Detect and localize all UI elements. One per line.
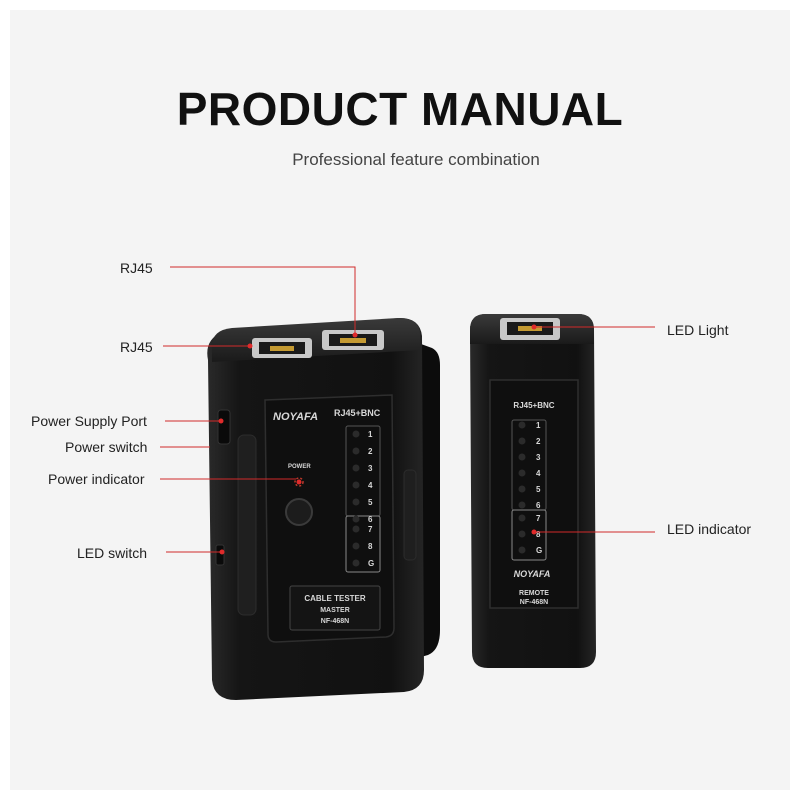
master-led-2: 2 <box>368 447 373 456</box>
remote-led-g: G <box>536 546 542 555</box>
callout-power-switch: Power switch <box>65 439 148 455</box>
page-title: PRODUCT MANUAL <box>176 83 624 135</box>
master-led-5: 5 <box>368 498 373 507</box>
remote-panel-heading: RJ45+BNC <box>513 401 554 410</box>
remote-led-1: 1 <box>536 421 541 430</box>
callout-led-light: LED Light <box>667 322 729 338</box>
master-rj45-port-left <box>252 338 312 358</box>
page-subtitle: Professional feature combination <box>292 150 540 169</box>
callout-led-indicator: LED indicator <box>667 521 752 537</box>
master-led-dots <box>352 430 360 567</box>
master-rj45-port-right <box>322 330 384 350</box>
remote-brand: NOYAFA <box>514 569 551 579</box>
remote-rj45-port <box>500 318 560 340</box>
callout-rj45-top: RJ45 <box>120 260 153 276</box>
master-led-7: 7 <box>368 525 373 534</box>
master-unit <box>207 318 440 700</box>
callout-lines <box>160 266 655 553</box>
remote-model: NF-468N <box>520 599 548 606</box>
master-power-label: POWER <box>288 464 311 470</box>
master-led-g: G <box>368 559 374 568</box>
remote-led-7: 7 <box>536 514 541 523</box>
callout-rj45-left: RJ45 <box>120 339 153 355</box>
master-brand: NOYAFA <box>273 411 318 423</box>
master-led-4: 4 <box>368 481 373 490</box>
remote-role-label: REMOTE <box>519 590 549 597</box>
remote-unit <box>470 314 596 668</box>
master-led-1: 1 <box>368 430 373 439</box>
master-model: NF-468N <box>321 618 349 625</box>
master-led-3: 3 <box>368 464 373 473</box>
callout-led-switch: LED switch <box>77 545 148 561</box>
callout-power-indicator: Power indicator <box>48 471 145 487</box>
callout-power-supply-port: Power Supply Port <box>31 413 147 429</box>
master-device-label: CABLE TESTER <box>304 594 366 603</box>
remote-led-8: 8 <box>536 530 541 539</box>
callout-dots <box>218 324 537 555</box>
remote-led-3: 3 <box>536 453 541 462</box>
remote-led-6: 6 <box>536 501 541 510</box>
master-led-8: 8 <box>368 542 373 551</box>
master-led-6: 6 <box>368 515 373 524</box>
master-panel-heading: RJ45+BNC <box>334 408 381 418</box>
remote-led-5: 5 <box>536 485 541 494</box>
remote-led-4: 4 <box>536 469 541 478</box>
remote-led-dots <box>518 421 526 554</box>
remote-led-2: 2 <box>536 437 541 446</box>
master-role-label: MASTER <box>320 607 350 614</box>
